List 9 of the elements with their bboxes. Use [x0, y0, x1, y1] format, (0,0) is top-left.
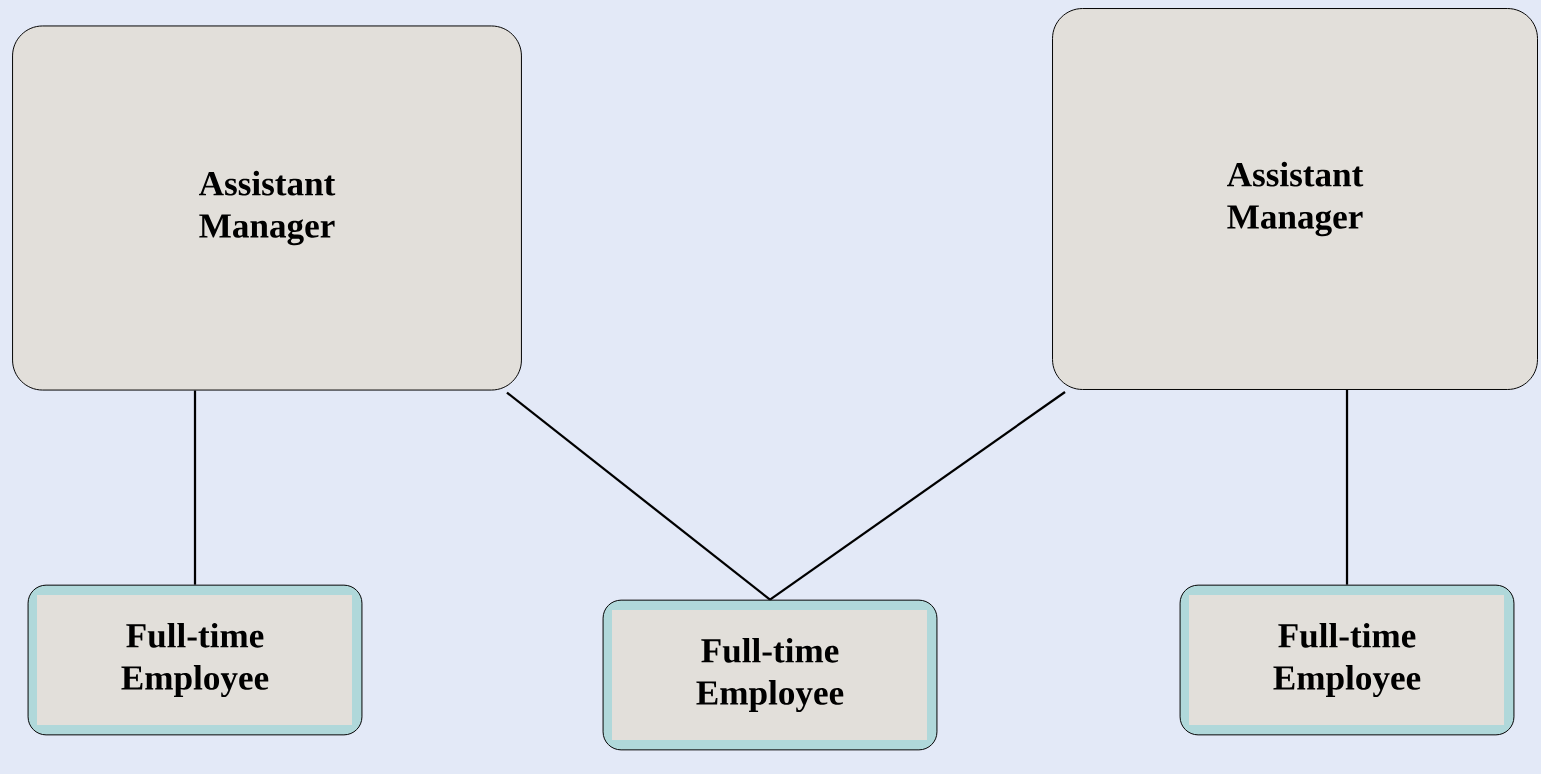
connector-line: [1345, 390, 1349, 585]
manager-box: Assistant Manager: [12, 25, 522, 391]
employee-box: Full-time Employee: [1179, 584, 1515, 736]
connector-line: [769, 391, 1066, 601]
employee-box: Full-time Employee: [602, 599, 938, 751]
connector-line: [506, 391, 771, 601]
connector-line: [193, 390, 197, 585]
manager-box: Assistant Manager: [1052, 8, 1538, 390]
employee-box: Full-time Employee: [27, 584, 363, 736]
